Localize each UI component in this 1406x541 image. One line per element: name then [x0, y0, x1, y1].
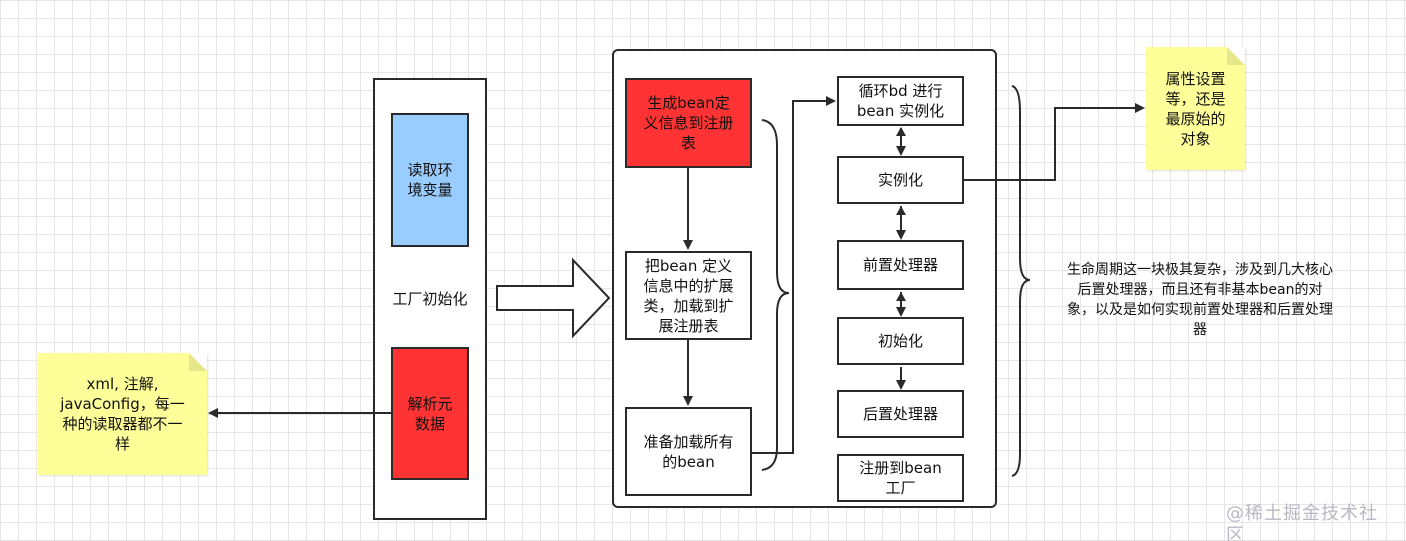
note-fold-icon	[1227, 47, 1245, 65]
init-box: 初始化	[837, 317, 964, 365]
instantiate-box: 实例化	[837, 156, 964, 204]
lifecycle-description: 生命周期这一块极其复杂，涉及到几大核心 后置处理器，而且还有非基本bean的对 …	[1067, 262, 1333, 338]
register-factory-box: 注册到bean 工厂	[837, 454, 964, 502]
read-register-label: 读取/注册	[522, 290, 588, 308]
generate-bd-box: 生成bean定 义信息到注册 表	[625, 78, 752, 168]
prepare-all-beans-box: 准备加载所有 的bean	[625, 407, 752, 496]
loop-bd-box: 循环bd 进行 bean 实例化	[837, 76, 964, 126]
note-readers: xml, 注解, javaConfig，每一 种的读取器都不一 样	[38, 353, 207, 475]
parse-metadata-box: 解析元 数据	[391, 347, 469, 480]
note-fold-icon	[189, 353, 207, 371]
note-properties: 属性设置 等，还是 最原始的 对象	[1146, 47, 1245, 170]
watermark: @稀土掘金技术社区	[1226, 503, 1378, 541]
lifecycle-brace-icon	[1011, 85, 1031, 477]
read-env-box: 读取环 境变量	[391, 113, 469, 247]
note-readers-text: xml, 注解, javaConfig，每一 种的读取器都不一 样	[60, 375, 185, 453]
factory-init-label: 工厂初始化	[392, 290, 468, 308]
extension-registry-box: 把bean 定义 信息中的扩展 类，加载到扩 展注册表	[625, 251, 752, 340]
post-processor-box: 后置处理器	[837, 390, 964, 438]
pre-processor-box: 前置处理器	[837, 240, 964, 290]
note-properties-text: 属性设置 等，还是 最原始的 对象	[1165, 69, 1226, 148]
